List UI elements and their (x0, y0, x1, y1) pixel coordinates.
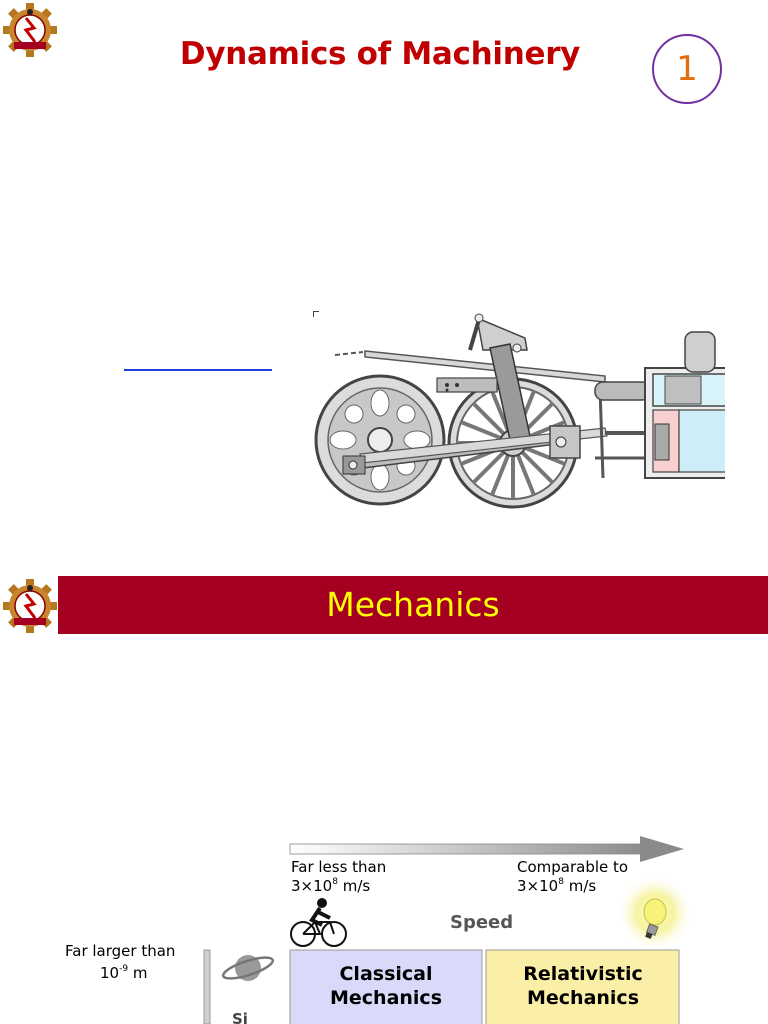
svg-text:Mechanics: Mechanics (527, 987, 639, 1009)
section-banner: Mechanics (58, 576, 768, 634)
speed-arrow-icon (289, 836, 684, 862)
svg-text:Relativistic: Relativistic (523, 963, 643, 985)
svg-text:Mechanics: Mechanics (330, 987, 442, 1009)
speed-low-label-line2: 3×108 m/s (291, 877, 370, 895)
page-title: Dynamics of Machinery (179, 36, 581, 72)
size-axis-bar (203, 949, 211, 1024)
institute-logo-icon (3, 579, 57, 633)
cropped-label-fragment: Si (232, 1010, 248, 1024)
classical-mechanics-box: Classical Mechanics (289, 949, 483, 1024)
svg-text:Classical: Classical (339, 963, 432, 985)
cyclist-icon (290, 898, 347, 947)
slide-number-badge: 1 (652, 34, 722, 104)
speed-high-label-line1: Comparable to (517, 858, 628, 876)
size-label-line2: 10-9 m (100, 964, 147, 982)
light-bulb-icon (617, 875, 693, 951)
slide-2: Mechanics Far less than 3×108 m/s Compar… (0, 568, 768, 1024)
rear-wheel-icon (314, 374, 446, 506)
speed-high-label-line2: 3×108 m/s (517, 877, 596, 895)
relativistic-mechanics-box: Relativistic Mechanics (485, 949, 680, 1024)
size-label-line1: Far larger than (65, 942, 175, 960)
slide-1: Dynamics of Machinery 1 (3, 3, 725, 509)
image-corner-mark (313, 311, 319, 317)
mechanics-domain-diagram: Far less than 3×108 m/s Comparable to 3×… (65, 836, 693, 1024)
hyperlink-underline[interactable] (124, 369, 272, 371)
speed-axis-title: Speed (450, 912, 513, 933)
planet-icon (221, 955, 275, 981)
speed-low-label-line1: Far less than (291, 858, 386, 876)
institute-logo-icon (3, 3, 57, 57)
locomotive-mechanism-illustration (314, 313, 725, 509)
